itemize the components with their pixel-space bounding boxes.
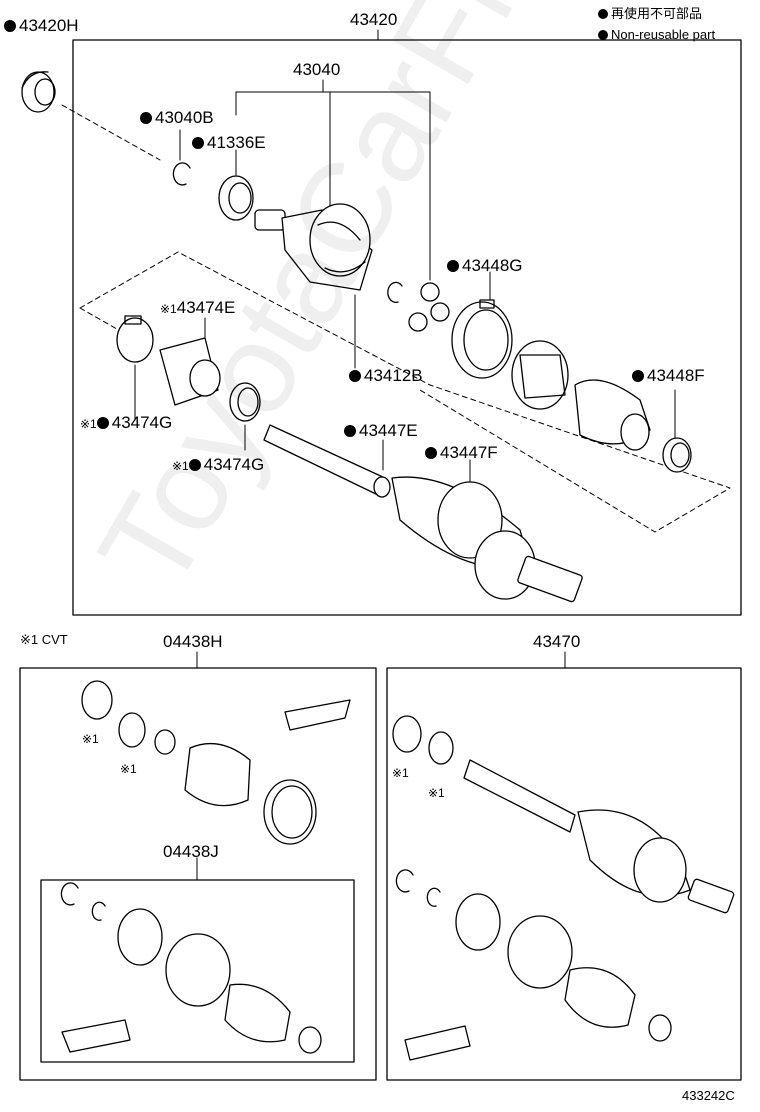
part-label-04438J[interactable]: 04438J — [163, 842, 219, 861]
part-label-43448G[interactable]: 43448G — [447, 256, 523, 276]
part-label-04438H[interactable]: 04438H — [163, 632, 223, 651]
assembly-frame-43470 — [386, 667, 742, 1081]
part-label-43447E[interactable]: 43447E — [344, 421, 418, 441]
non-reusable-dot-icon — [447, 260, 459, 272]
non-reusable-dot-icon — [598, 30, 608, 40]
part-label-41336E[interactable]: 41336E — [192, 133, 266, 153]
part-label-43412B[interactable]: 43412B — [349, 366, 423, 386]
assembly-frame-43420 — [72, 39, 742, 616]
part-43412B-clip — [387, 281, 403, 304]
non-reusable-dot-icon — [188, 459, 201, 471]
part-43448G-clamp — [451, 299, 513, 379]
part-label-43447F[interactable]: 43447F — [425, 443, 498, 463]
cvt-mark: ※1 — [392, 766, 409, 780]
non-reusable-dot-icon — [344, 425, 356, 437]
non-reusable-dot-icon — [96, 417, 109, 429]
tripod-spider — [408, 282, 450, 332]
cvt-mark: ※1 — [428, 786, 445, 800]
non-reusable-dot-icon — [4, 20, 16, 32]
non-reusable-dot-icon — [349, 370, 361, 382]
part-label-43470[interactable]: 43470 — [533, 632, 581, 651]
non-reusable-dot-icon — [140, 112, 152, 124]
part-label-43474E[interactable]: ※143474E — [160, 298, 236, 317]
part-43040B-snap-ring — [172, 162, 191, 186]
kit-04438H-parts — [81, 680, 351, 845]
non-reusable-dot-icon — [598, 9, 608, 19]
part-label-43448F[interactable]: 43448F — [632, 366, 705, 386]
legend-non-reusable-jp: 再使用不可部品 — [598, 6, 702, 22]
part-43474G-clamp — [229, 382, 261, 422]
assembly-43470-parts — [392, 715, 735, 1061]
dashed-guides — [61, 104, 731, 533]
part-41336E-seal — [218, 175, 254, 221]
kit-frame-04438H — [19, 667, 377, 1081]
inboard-boot — [511, 340, 651, 451]
non-reusable-dot-icon — [632, 370, 644, 382]
part-label-43040[interactable]: 43040 — [293, 60, 341, 79]
part-label-43040B[interactable]: 43040B — [140, 108, 214, 128]
part-label-43420[interactable]: 43420 — [350, 10, 398, 29]
part-43474E-damper — [116, 315, 221, 406]
drive-shaft — [263, 424, 583, 603]
part-label-43420H[interactable]: 43420H — [4, 16, 79, 36]
part-43040-inboard-joint — [254, 203, 373, 291]
non-reusable-dot-icon — [192, 137, 204, 149]
legend-non-reusable-en: Non-reusable part — [598, 27, 715, 43]
note-cvt: ※1 CVT — [20, 632, 68, 647]
diagram-id: 433242C — [682, 1088, 735, 1103]
part-43420H-ring — [21, 71, 56, 113]
kit-04438J-parts — [60, 882, 322, 1054]
cvt-mark: ※1 — [120, 762, 137, 776]
part-43448F-clamp — [662, 437, 692, 473]
non-reusable-dot-icon — [425, 447, 437, 459]
cvt-mark: ※1 — [82, 732, 99, 746]
